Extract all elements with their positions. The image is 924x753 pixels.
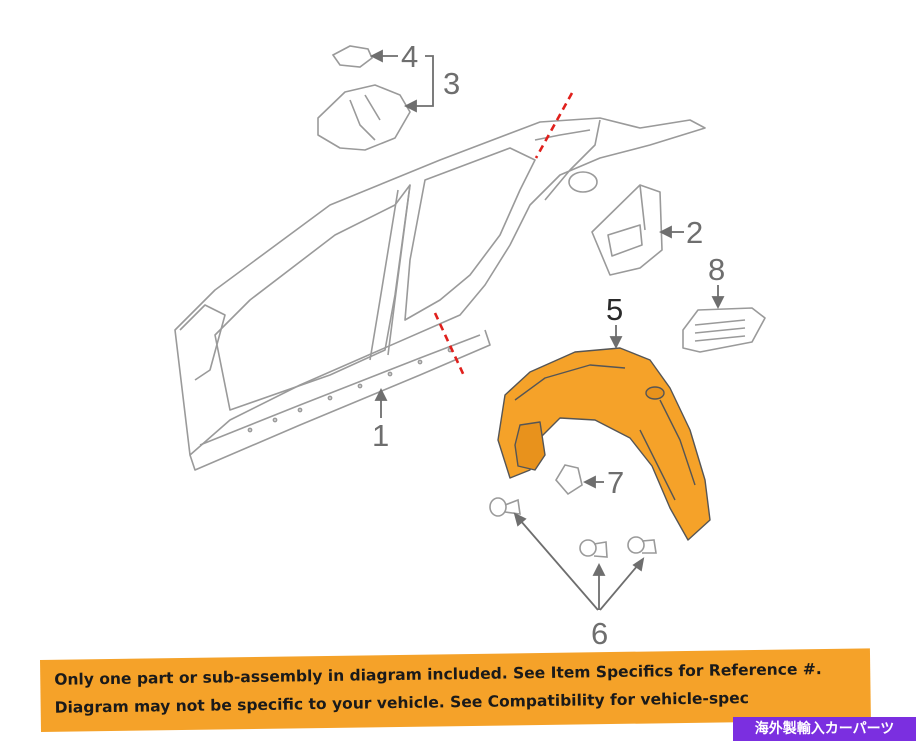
plug-part-4	[331, 45, 373, 68]
cut-line-lower	[433, 312, 467, 379]
wheelhouse-liner-part-5	[497, 347, 711, 541]
pushpins-part-6	[489, 497, 657, 558]
cut-line-upper	[534, 92, 574, 159]
callout-2: 2	[686, 215, 703, 250]
callout-8: 8	[708, 252, 725, 287]
callout-7: 7	[607, 465, 624, 500]
callout-1: 1	[372, 418, 389, 453]
clip-part-7	[555, 464, 583, 496]
bracket-part-3	[317, 84, 411, 151]
import-parts-badge: 海外製輸入カーパーツ	[733, 717, 916, 741]
cut-lines	[433, 92, 574, 379]
body-side-panel	[174, 117, 706, 471]
bracket-part-2	[591, 184, 663, 276]
vent-part-8	[682, 307, 766, 353]
callout-3: 3	[443, 66, 460, 101]
callout-5: 5	[606, 292, 623, 327]
leader-lines	[369, 49, 725, 611]
callout-6: 6	[591, 616, 608, 651]
callout-4: 4	[401, 39, 418, 74]
